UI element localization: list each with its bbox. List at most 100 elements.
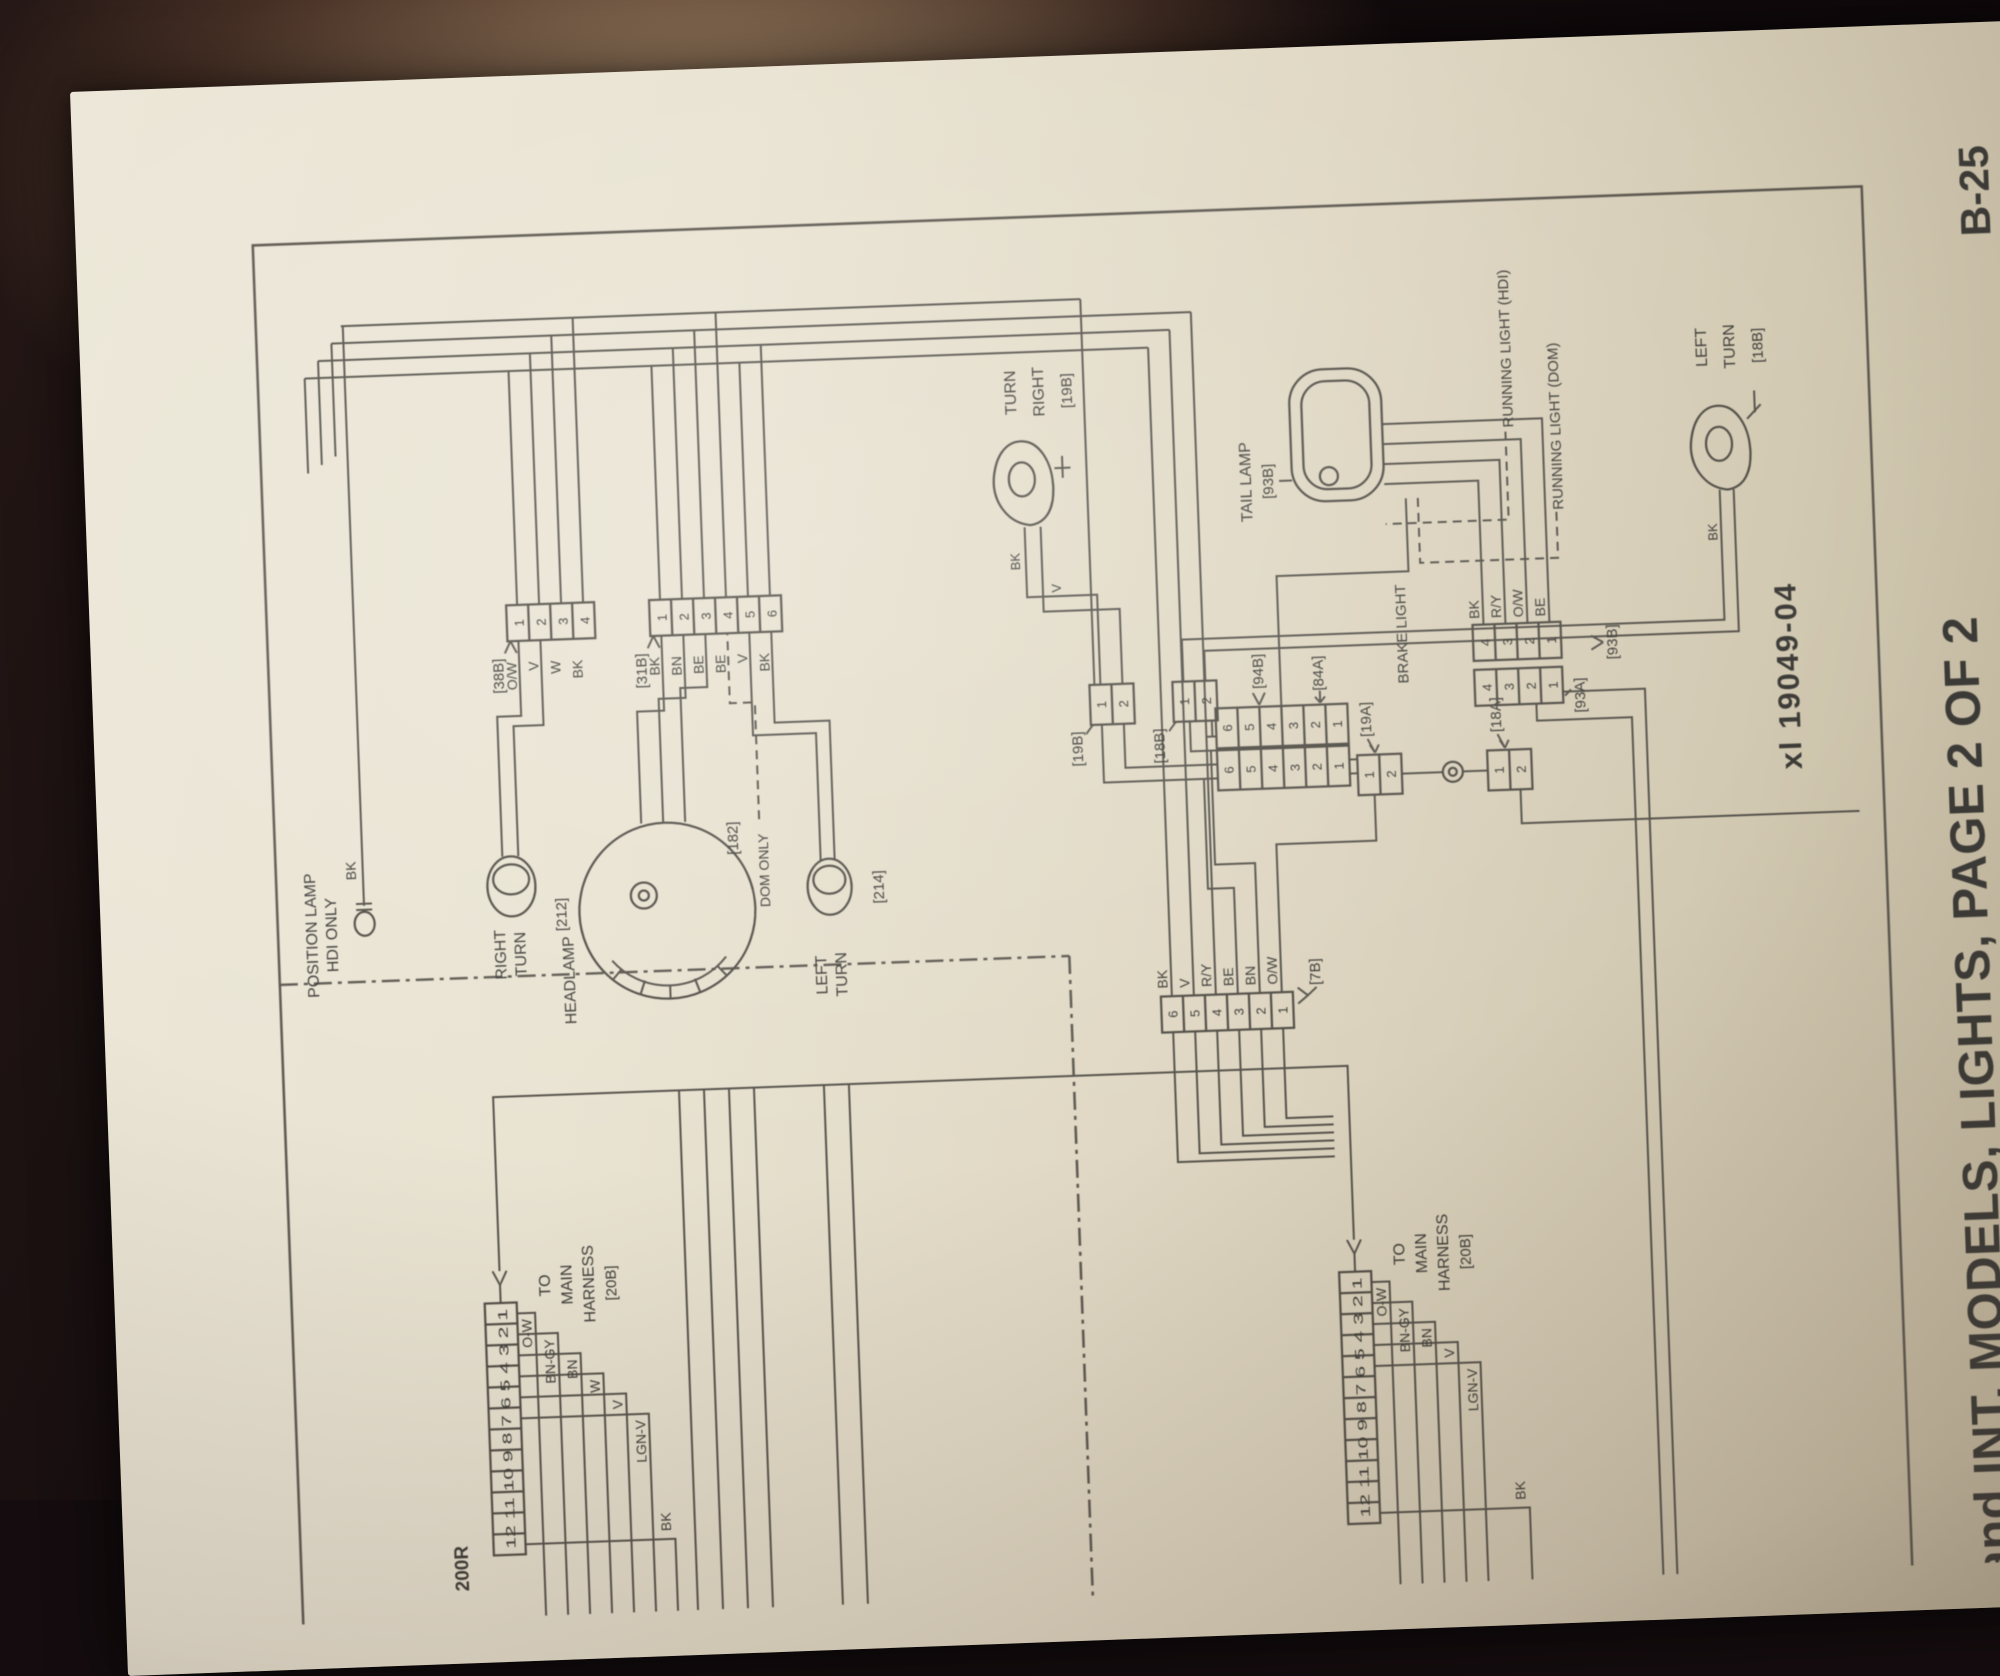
left-turn-label2: TURN bbox=[833, 952, 852, 997]
wire-color-label: BK bbox=[569, 659, 586, 679]
pin-number: 1 bbox=[1177, 698, 1192, 706]
wire-color-label: BK bbox=[756, 652, 773, 672]
connector-19a-divider bbox=[1378, 754, 1382, 795]
pin-number: 5 bbox=[1242, 723, 1257, 731]
wire-color-label: BN-GY bbox=[1395, 1307, 1413, 1353]
wire-color-label: LGN-V bbox=[1464, 1368, 1482, 1412]
wire-color-label: V bbox=[609, 1399, 625, 1410]
wire-color-label: W bbox=[547, 660, 564, 675]
wire-color-label: R/Y bbox=[1198, 963, 1215, 988]
wire-color-label: O-W bbox=[518, 1318, 535, 1348]
wiring-diagram-svg: POSITION LAMP HDI ONLY BK RIGHT TURN [21… bbox=[251, 144, 2000, 1625]
page-title: and INT. MODELS, LIGHTS, PAGE 2 OF 2 bbox=[1933, 615, 2000, 1578]
pin-number: 4 bbox=[1209, 1009, 1224, 1017]
right-turn-label2: TURN bbox=[512, 932, 531, 977]
wire-color-label: BK bbox=[1466, 599, 1483, 619]
pin-number: 1 bbox=[1094, 701, 1109, 709]
left-turn-rear-ref: [18B] bbox=[1749, 328, 1767, 364]
wire-color-label: BN bbox=[1242, 966, 1259, 986]
connector-19b-divider bbox=[1110, 684, 1114, 725]
headlamp-bulb bbox=[629, 881, 658, 910]
wire-color-label: BE bbox=[712, 654, 729, 673]
front-right-turn-lamp bbox=[486, 855, 537, 918]
left-turn-rear-label: LEFT bbox=[1693, 327, 1711, 367]
pin-number: 1 bbox=[1546, 681, 1561, 689]
to-main-harness-label: HARNESS bbox=[580, 1245, 600, 1323]
wire-color-label: V bbox=[1049, 583, 1064, 593]
rear-left-turn-lamp-inner bbox=[1704, 425, 1734, 462]
position-lamp-symbol bbox=[353, 910, 376, 937]
pin-number: 3 bbox=[1286, 722, 1301, 730]
connector-93b-dividers bbox=[1493, 622, 1541, 661]
pin-number: 2 bbox=[1253, 1007, 1268, 1015]
tail-lamp-symbol bbox=[1288, 367, 1385, 503]
pin-number: 4 bbox=[1264, 723, 1279, 731]
right-turn-ref: [212] bbox=[553, 898, 571, 932]
pin-number: 2 bbox=[1199, 697, 1214, 705]
connector-93b-ref: [93B] bbox=[1604, 624, 1622, 660]
connector-7b-dividers bbox=[1181, 992, 1274, 1032]
position-lamp-label: POSITION LAMP bbox=[302, 873, 324, 998]
pin-number: 1 bbox=[1544, 636, 1559, 644]
pin-number: 1 bbox=[655, 614, 670, 622]
pin-number: 2 bbox=[1116, 700, 1131, 708]
pin-number: 3 bbox=[1502, 683, 1517, 691]
pin-number: 6 bbox=[1220, 724, 1235, 732]
pin-number: 3 bbox=[1231, 1008, 1246, 1016]
pin-number: 1 bbox=[1331, 762, 1346, 770]
wire-color-label: W bbox=[587, 1379, 604, 1394]
pin-number: 5 bbox=[742, 611, 757, 619]
drawing-number: xl 19049-04 bbox=[1767, 581, 1809, 770]
connector-7b-ref: [7B] bbox=[1307, 958, 1325, 985]
connector-94b-dividers bbox=[1237, 746, 1330, 790]
corner-note: 200R bbox=[452, 1545, 475, 1591]
connector-93a-dividers bbox=[1495, 667, 1543, 706]
rear-lamp-wires bbox=[1023, 390, 1860, 1575]
connector-94b-ref: [94B] bbox=[1249, 654, 1267, 690]
manual-page-paper: POSITION LAMP HDI ONLY BK RIGHT TURN [21… bbox=[70, 20, 2000, 1676]
wire-color-label: BN-GY bbox=[541, 1338, 559, 1384]
wire-color-label: LGN-V bbox=[632, 1419, 650, 1463]
rear-right-turn-lamp bbox=[992, 440, 1055, 527]
pin-number: 2 bbox=[1384, 770, 1399, 778]
headlamp-bulb-inner bbox=[637, 889, 650, 902]
tail-lamp-inner bbox=[1300, 379, 1373, 491]
left-turn-ref: [214] bbox=[870, 870, 888, 904]
to-main-harness-label: TO bbox=[1391, 1243, 1409, 1266]
wire-color-label: BK bbox=[1008, 552, 1024, 570]
connector-84a-ref: [84A] bbox=[1309, 655, 1327, 691]
left-turn-label: LEFT bbox=[813, 955, 831, 995]
pin-number: 3 bbox=[699, 612, 714, 620]
pin-number: 4 bbox=[1480, 684, 1495, 692]
turn-right-label: TURN bbox=[1002, 370, 1021, 415]
front-left-turn-lamp-inner bbox=[812, 864, 847, 895]
pin-number: 6 bbox=[1165, 1010, 1180, 1018]
connector-38b-ref: [38B] bbox=[490, 658, 508, 694]
running-light-dom-label: RUNNING LIGHT (DOM) bbox=[1544, 342, 1567, 510]
wire-color-label: V bbox=[734, 653, 750, 664]
connector-20b-ref: [20B] bbox=[602, 1265, 620, 1301]
front-section: POSITION LAMP HDI ONLY BK RIGHT TURN [21… bbox=[302, 298, 1191, 1025]
wire-color-label: O-W bbox=[1373, 1287, 1390, 1317]
connector-93a-ref: [93A] bbox=[1571, 677, 1589, 713]
pin-number: 1 bbox=[1330, 720, 1345, 728]
wire-color-label: BN bbox=[1418, 1328, 1435, 1348]
tail-lamp-label: TAIL LAMP bbox=[1237, 442, 1257, 523]
pin-number: 3 bbox=[1287, 764, 1302, 772]
tail-lamp-bulb bbox=[1318, 466, 1340, 487]
harness-wires bbox=[491, 1064, 1534, 1616]
tail-lamp-ref: [93B] bbox=[1259, 464, 1277, 500]
wire-color-label: BK bbox=[657, 1512, 674, 1532]
wire-color-label: O/W bbox=[1509, 588, 1526, 617]
section-divider-dashdot bbox=[279, 954, 1094, 1596]
pin-number: 2 bbox=[1524, 682, 1539, 690]
wire-color-label: BE bbox=[1220, 967, 1237, 986]
page-number: B-25 bbox=[1949, 144, 1999, 237]
pin-number: 3 bbox=[556, 617, 571, 625]
connector-31b-dividers bbox=[669, 596, 762, 636]
pin-number: 4 bbox=[720, 611, 735, 619]
pin-number: 4 bbox=[1478, 639, 1493, 647]
position-lamp-wire-label: BK bbox=[342, 861, 359, 881]
pin-number: 4 bbox=[1265, 764, 1280, 772]
